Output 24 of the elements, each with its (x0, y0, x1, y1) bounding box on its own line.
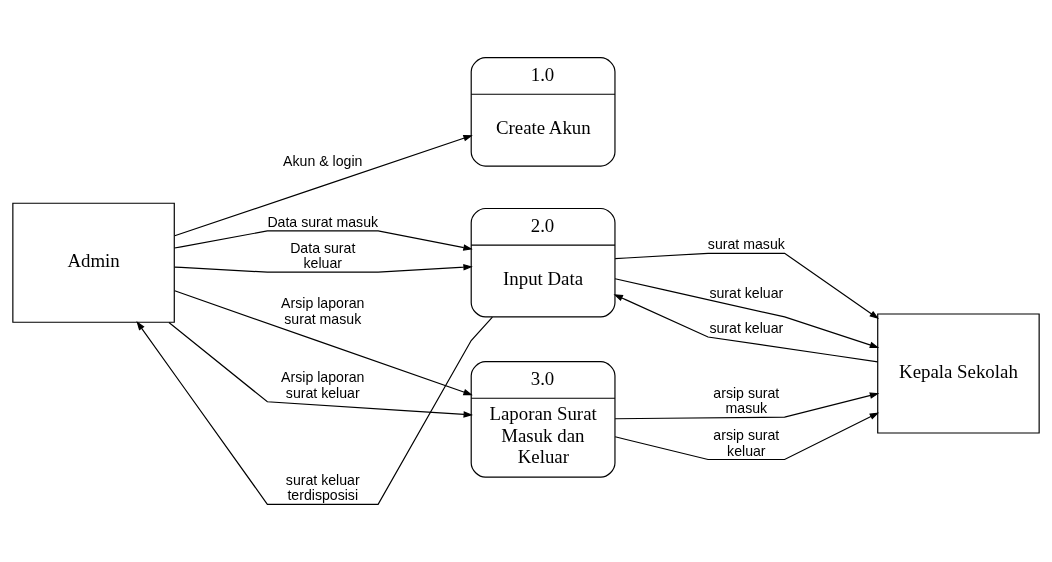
edge-label: Arsip laporan surat keluar (281, 369, 365, 401)
edge-label: surat masuk (707, 236, 785, 253)
node-box: Admin (12, 202, 175, 323)
arrow (168, 321, 473, 418)
arrow (173, 230, 473, 251)
edge-label: surat keluar terdisposisi (285, 471, 360, 504)
arrow (174, 135, 473, 237)
arrow (613, 294, 879, 363)
edge-label: Data surat masuk (267, 213, 379, 230)
edge-label: Akun & login (283, 152, 363, 169)
edge-label: surat keluar (709, 284, 784, 301)
arrow (614, 392, 880, 420)
node-box: Kepala Sekolah (877, 313, 1040, 434)
edge-label: arsip surat masuk (713, 384, 780, 417)
edge-label: surat keluar (709, 319, 784, 336)
arrow (614, 412, 880, 461)
edge-label: Arsip laporan surat masuk (281, 295, 365, 327)
arrow (136, 316, 493, 505)
arrow (614, 278, 880, 349)
edge-label: arsip surat keluar (713, 427, 780, 459)
edge-label: Data surat keluar (290, 239, 356, 272)
arrow (173, 263, 473, 273)
arrow (614, 252, 879, 319)
arrow (174, 290, 473, 396)
